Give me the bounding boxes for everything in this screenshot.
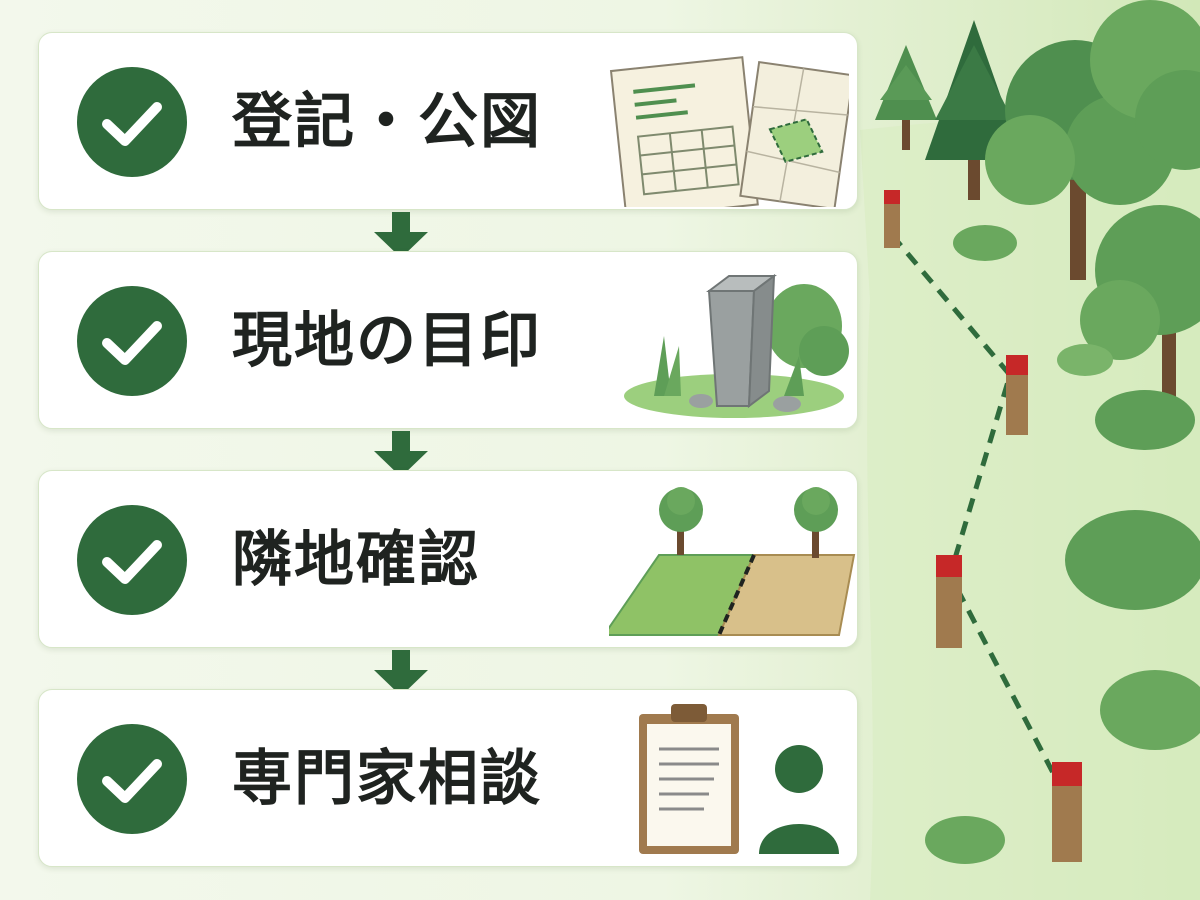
boundary-stone-icon — [624, 273, 849, 418]
neighbor-plots-icon — [609, 487, 856, 636]
bush — [1100, 670, 1200, 750]
step-card-registry: 登記・公図 — [38, 32, 858, 210]
step-card-neighbor-check: 隣地確認 — [38, 470, 858, 648]
boundary-marker — [1006, 355, 1028, 435]
step-label: 登記・公図 — [232, 87, 542, 157]
step-label: 隣地確認 — [232, 525, 480, 595]
registry-documents-icon — [609, 56, 849, 207]
step-card-site-markers: 現地の目印 — [38, 251, 858, 429]
down-arrow-icon — [374, 431, 428, 477]
check-icon — [77, 505, 187, 615]
boundary-dashed-line — [890, 233, 1065, 792]
boundary-marker — [884, 190, 900, 248]
check-icon — [77, 286, 187, 396]
conifer-tree — [875, 45, 937, 150]
check-icon — [77, 67, 187, 177]
boundary-marker — [1052, 762, 1082, 862]
step-label: 専門家相談 — [232, 744, 542, 814]
deciduous-tree — [1080, 205, 1200, 400]
step-card-expert-consult: 専門家相談 — [38, 689, 858, 867]
bush — [1057, 344, 1113, 376]
bush — [925, 816, 1005, 864]
bush — [1065, 510, 1200, 610]
bush — [953, 225, 1017, 261]
deciduous-tree — [1090, 0, 1200, 170]
check-icon — [77, 724, 187, 834]
boundary-marker — [936, 555, 962, 648]
down-arrow-icon — [374, 650, 428, 696]
down-arrow-icon — [374, 212, 428, 258]
step-label: 現地の目印 — [232, 306, 542, 376]
expert-consultation-icon — [639, 704, 839, 854]
conifer-tree — [925, 20, 1023, 200]
bush — [1095, 390, 1195, 450]
